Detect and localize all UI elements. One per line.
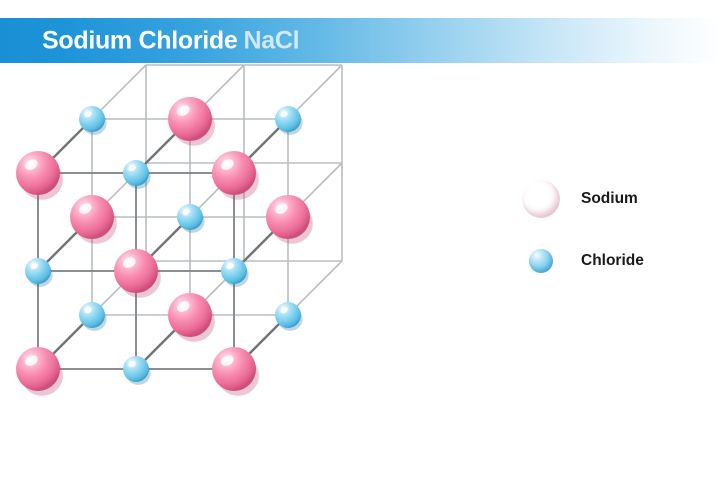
atom-highlight [128,360,136,368]
atom-highlight [182,208,190,216]
atom-highlight [25,159,38,170]
title-compound-name: Sodium Chloride [42,26,238,54]
legend-item-sodium: Sodium [513,168,713,230]
atom-chloride [25,258,53,287]
sphere-pink-icon [16,347,60,391]
lattice-svg [16,64,343,396]
sphere-blue-icon [221,258,247,284]
sphere-blue-icon [529,249,553,273]
atom-highlight [30,262,38,270]
atom-highlight [128,164,136,172]
lattice-bond-lines [37,118,289,370]
legend-label-sodium: Sodium [581,190,638,207]
sphere-blue-icon [123,160,149,186]
sphere-blue-icon [25,258,51,284]
atom-highlight [84,306,92,314]
legend-label-chloride: Chloride [581,252,644,269]
sphere-blue-icon [79,106,105,132]
atom-chloride [177,204,205,233]
sphere-blue-icon [275,302,301,328]
atom-highlight [275,203,288,214]
atom-chloride [79,302,107,331]
atom-chloride [275,106,303,135]
atom-highlight [84,110,92,118]
atom-sodium [266,195,313,244]
atom-sodium [212,347,259,396]
atom-highlight [123,257,136,268]
atom-sodium [114,249,161,298]
atom-chloride [275,302,303,331]
legend-item-chloride: Chloride [513,230,713,292]
legend-swatch-chloride-box [513,249,569,273]
atom-chloride [79,106,107,135]
sphere-pink-icon [70,195,114,239]
sphere-pink-icon [114,249,158,293]
atom-chloride [123,160,151,189]
sphere-blue-icon [79,302,105,328]
atom-highlight [280,306,288,314]
atom-sodium [168,293,215,342]
title-chemical-formula: NaCl [243,26,300,54]
sphere-pink-icon [16,151,60,195]
sphere-pink-icon [212,347,256,391]
atom-highlight [25,355,38,366]
atom-highlight [221,355,234,366]
legend: Sodium Chloride [513,168,713,292]
sphere-blue-icon [177,204,203,230]
atom-sodium [70,195,117,244]
atom-highlight [221,159,234,170]
atom-sodium [16,347,63,396]
atom-sodium [212,151,259,200]
atom-highlight [226,262,234,270]
atom-highlight [177,301,190,312]
sphere-pink-icon [212,151,256,195]
sphere-blue-icon [275,106,301,132]
sphere-pink-icon [266,195,310,239]
atom-chloride [221,258,249,287]
atom-sodium [168,97,215,146]
atom-highlight [177,105,190,116]
atom-highlight [280,110,288,118]
legend-swatch-sodium-box [513,180,569,218]
crystal-lattice-diagram [0,63,500,497]
sphere-pink-icon [168,293,212,337]
atom-sodium [16,151,63,200]
atom-chloride [123,356,151,385]
atom-highlight [79,203,92,214]
sphere-pink-icon [168,97,212,141]
lattice-atoms [16,97,313,396]
sphere-blue-icon [123,356,149,382]
sphere-pink-icon [522,180,560,218]
